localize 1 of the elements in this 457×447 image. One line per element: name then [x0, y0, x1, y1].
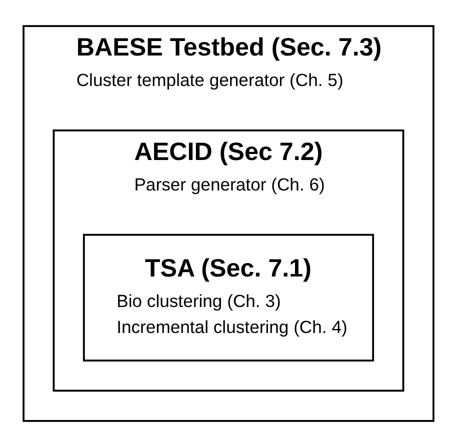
- node-box: TSA (Sec. 7.1) Bio clustering (Ch. 3) Incremental clustering (Ch. 4): [82, 234, 374, 362]
